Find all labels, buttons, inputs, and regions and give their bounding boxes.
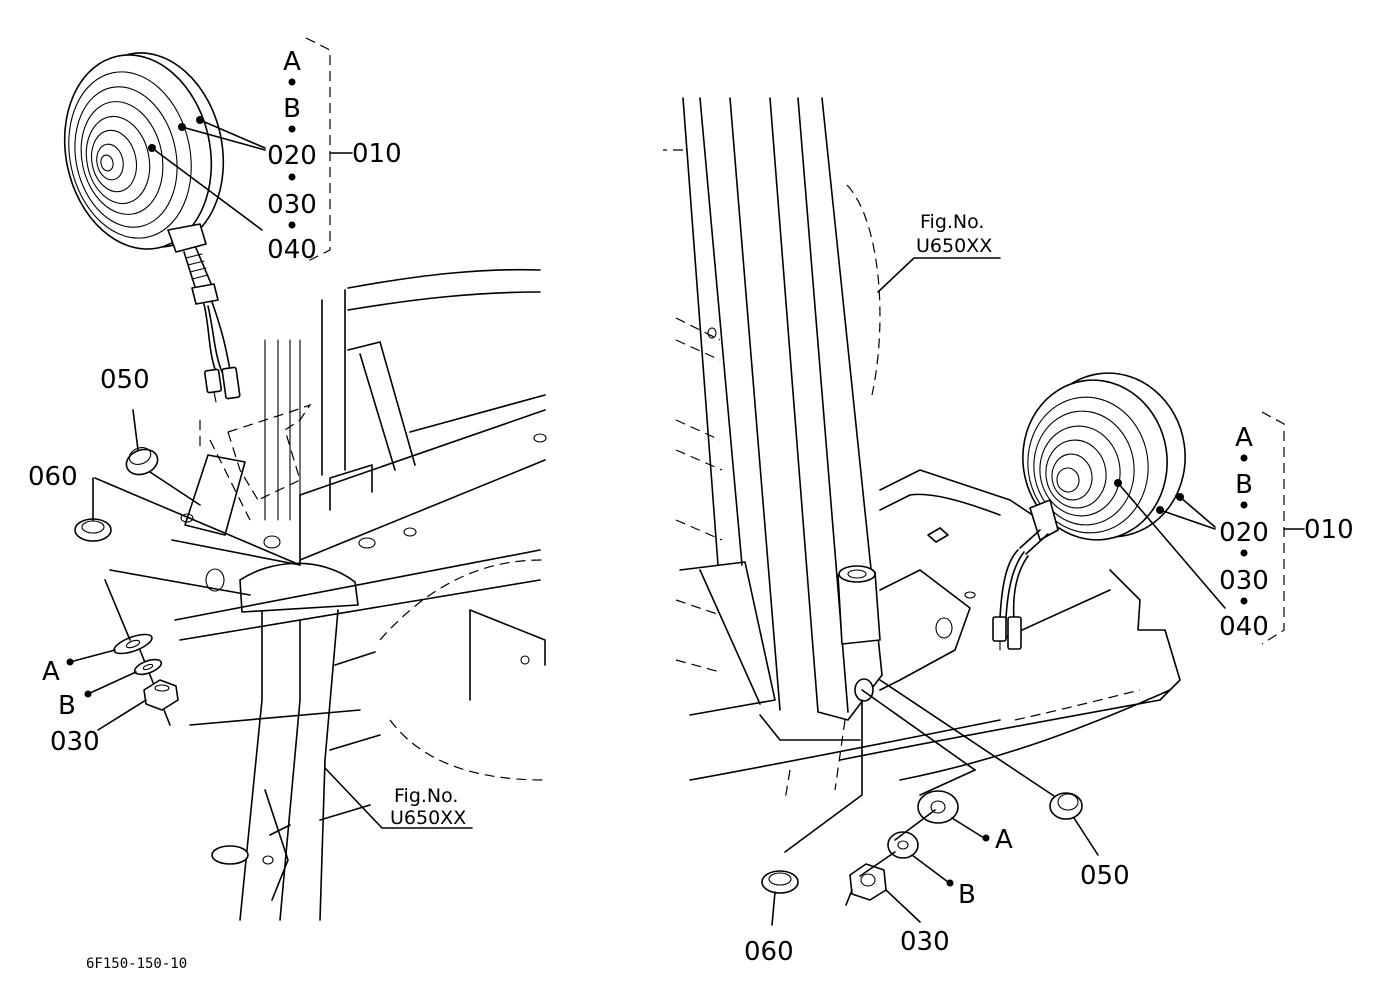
left-nut-030	[97, 679, 179, 731]
right-label-010: 010	[1304, 515, 1354, 545]
left-label-050: 050	[100, 365, 150, 395]
left-fig-ref-line1: Fig.No.	[394, 785, 458, 807]
right-grommet-060	[761, 870, 799, 926]
drawing-code: 6F150-150-10	[86, 956, 187, 972]
right-label-060: 060	[744, 937, 794, 967]
right-frame-structure	[663, 97, 1181, 853]
right-view: A B 020 030 040 010 060 A B	[663, 97, 1354, 967]
left-label-b-top: B	[283, 94, 301, 124]
right-fig-ref-line2: U650XX	[916, 235, 992, 257]
right-nut-030	[845, 851, 921, 923]
right-label-030-top: 030	[1219, 566, 1269, 596]
right-label-050: 050	[1080, 861, 1130, 891]
left-label-010: 010	[352, 139, 402, 169]
left-label-040: 040	[267, 235, 317, 265]
right-lamp-lens-rings	[1027, 396, 1149, 534]
right-label-b-top: B	[1235, 470, 1253, 500]
left-label-a-top: A	[283, 47, 301, 77]
right-fig-reference	[877, 257, 1001, 293]
right-label-a-low: A	[995, 825, 1013, 855]
left-fig-reference	[324, 767, 473, 829]
right-lamp-assembly	[992, 372, 1186, 651]
right-label-040: 040	[1219, 612, 1269, 642]
left-view: A B 020 030 040 010	[28, 37, 547, 921]
right-callout-bracket	[1114, 411, 1305, 645]
right-label-a-top: A	[1235, 423, 1253, 453]
left-washer-b	[84, 658, 163, 698]
right-fig-ref-line1: Fig.No.	[920, 211, 984, 233]
right-label-020: 020	[1219, 518, 1269, 548]
left-label-060: 060	[28, 462, 78, 492]
left-fig-ref-line2: U650XX	[390, 807, 466, 829]
left-label-020: 020	[267, 141, 317, 171]
right-grommet-050	[1049, 792, 1099, 856]
left-callout-bracket	[148, 37, 353, 263]
left-grommet-060	[74, 477, 301, 566]
right-label-b-low: B	[958, 880, 976, 910]
left-lamp-assembly	[63, 52, 241, 403]
left-lamp-lens-rings	[68, 71, 192, 239]
left-grommet-050	[125, 409, 201, 506]
left-label-030-top: 030	[267, 190, 317, 220]
right-washer-a	[917, 769, 990, 842]
left-label-030-low: 030	[50, 727, 100, 757]
left-label-a-low: A	[42, 657, 60, 687]
left-label-b-low: B	[58, 691, 76, 721]
left-frame-structure	[109, 268, 547, 921]
right-label-030-low: 030	[900, 927, 950, 957]
